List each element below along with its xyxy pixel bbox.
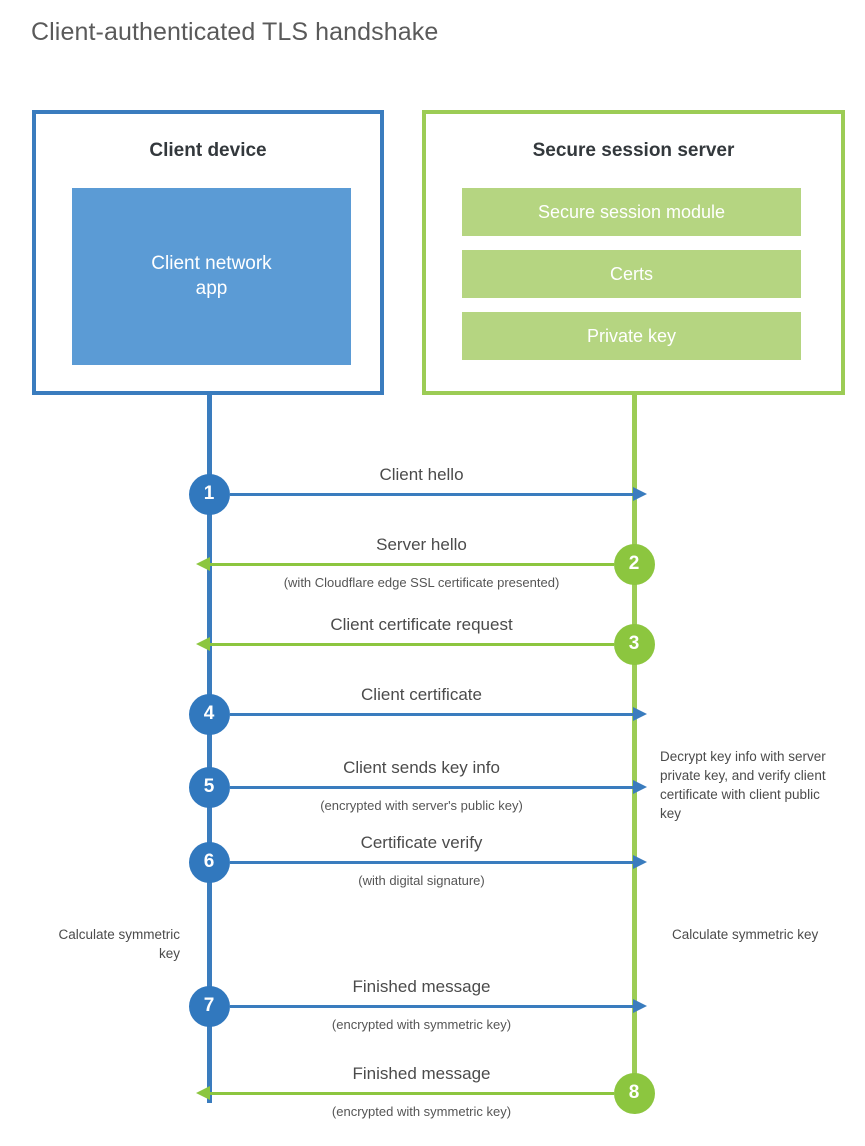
server-block-certs: Certs xyxy=(462,250,801,298)
secure-session-server-box: Secure session server Secure session mod… xyxy=(422,110,845,395)
step-circle-5[interactable]: 5 xyxy=(188,766,230,808)
arrowhead-8 xyxy=(196,1085,210,1100)
message-arrow-1 xyxy=(229,486,647,501)
step-circle-3[interactable]: 3 xyxy=(613,623,655,665)
step-circle-1[interactable]: 1 xyxy=(188,473,230,515)
note-server-calculate-symmetric-key: Calculate symmetric key xyxy=(672,927,819,942)
note-client-calculate-symmetric-key: Calculate symmetric key xyxy=(58,927,180,962)
step-circle-6[interactable]: 6 xyxy=(188,841,230,883)
arrowhead-4 xyxy=(633,706,647,721)
server-lifeline xyxy=(632,394,637,1093)
message-label-8: Finished message xyxy=(352,1064,491,1083)
client-lifeline xyxy=(207,394,212,1103)
step-circle-8[interactable]: 8 xyxy=(613,1072,655,1114)
message-label-1: Client hello xyxy=(379,465,464,484)
message-arrow-7 xyxy=(229,998,647,1013)
page-title: Client-authenticated TLS handshake xyxy=(31,18,439,46)
arrowhead-1 xyxy=(633,486,647,501)
message-label-3: Client certificate request xyxy=(330,615,513,634)
message-arrow-6 xyxy=(229,854,647,869)
message-label-2: Server hello xyxy=(376,535,467,554)
server-block-secure-session-module: Secure session module xyxy=(462,188,801,236)
arrowhead-7 xyxy=(633,998,647,1013)
message-sublabel-6: (with digital signature) xyxy=(358,873,485,888)
arrowhead-5 xyxy=(633,779,647,794)
arrowhead-2 xyxy=(196,556,210,571)
step-circle-4[interactable]: 4 xyxy=(188,693,230,735)
secure-session-server-title: Secure session server xyxy=(532,140,735,161)
message-sublabel-7: (encrypted with symmetric key) xyxy=(331,1017,512,1032)
message-label-4: Client certificate xyxy=(361,685,482,704)
message-sublabel-5: (encrypted with server's public key) xyxy=(320,798,523,813)
message-label-6: Certificate verify xyxy=(360,833,483,852)
message-arrow-8 xyxy=(196,1085,614,1100)
message-label-5: Client sends key info xyxy=(343,758,500,777)
server-block-private-key: Private key xyxy=(462,312,801,360)
client-device-title: Client device xyxy=(149,140,267,161)
step-circle-7[interactable]: 7 xyxy=(188,985,230,1027)
message-arrow-5 xyxy=(229,779,647,794)
message-arrow-2 xyxy=(196,556,614,571)
message-sublabel-8: (encrypted with symmetric key) xyxy=(331,1104,512,1119)
step-circle-2[interactable]: 2 xyxy=(613,543,655,585)
message-sublabel-2: (with Cloudflare edge SSL certificate pr… xyxy=(283,575,560,590)
message-arrow-4 xyxy=(229,706,647,721)
note-server-decrypt: Decrypt key info with server private key… xyxy=(660,749,826,822)
message-label-7: Finished message xyxy=(352,977,491,996)
arrowhead-6 xyxy=(633,854,647,869)
arrowhead-3 xyxy=(196,636,210,651)
message-arrow-3 xyxy=(196,636,614,651)
